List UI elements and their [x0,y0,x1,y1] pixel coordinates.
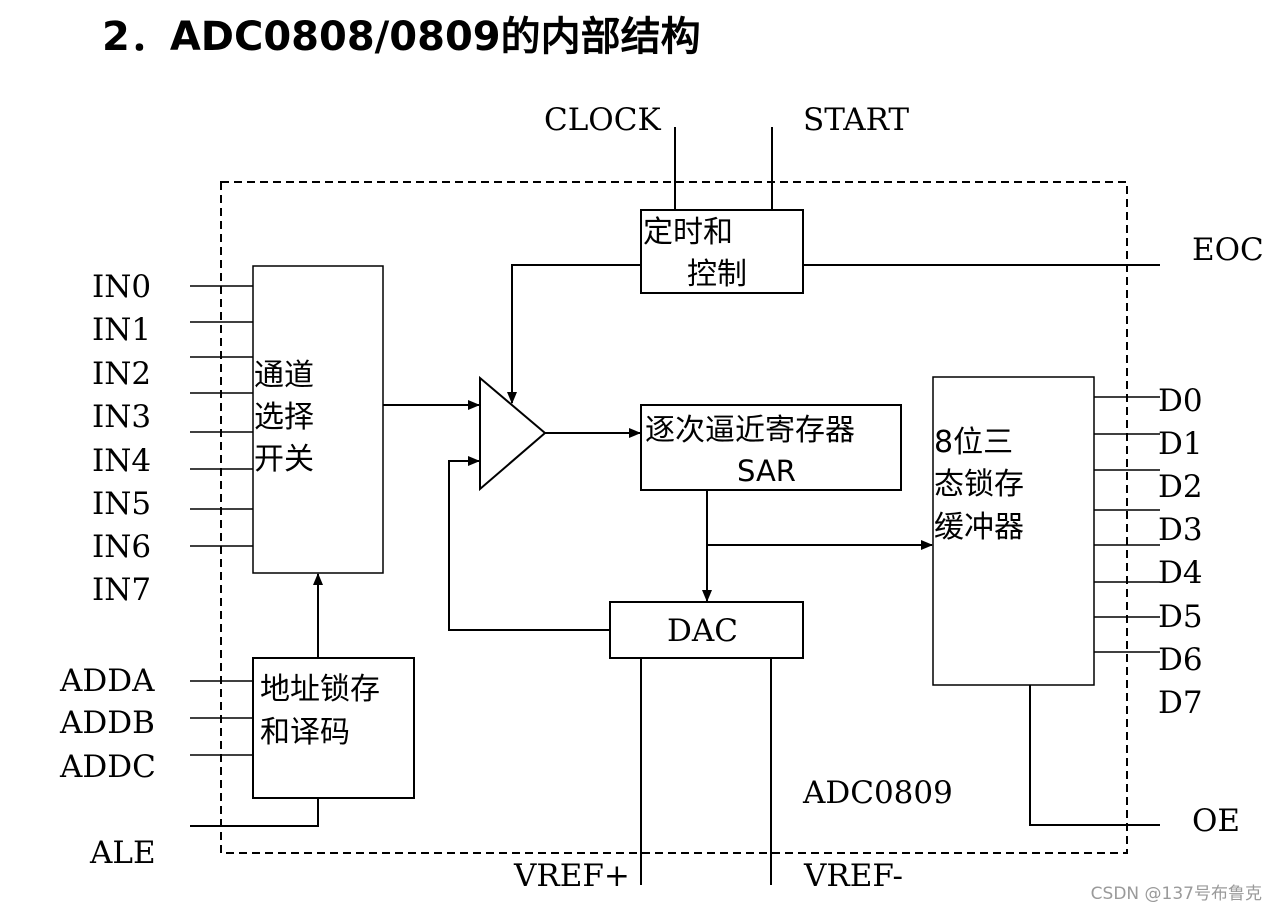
sar-label: SAR [737,454,796,488]
address-decoder-block [252,657,415,799]
mux-label-line2: 选择 [254,400,314,435]
d7-label: D7 [1158,685,1203,721]
addb-label: ADDB [59,705,155,741]
oe-label: OE [1192,803,1240,839]
in6-label: IN6 [92,529,151,565]
d6-label: D6 [1158,642,1203,678]
in0-label: IN0 [92,269,151,305]
latch-label-line3: 缓冲器 [934,510,1024,545]
d2-label: D2 [1158,469,1203,505]
in7-label: IN7 [92,572,151,608]
eoc-label: EOC [1192,232,1264,268]
sar-block [640,404,902,491]
mux-label-line3: 开关 [254,442,314,477]
d1-label: D1 [1158,426,1203,462]
in3-label: IN3 [92,399,151,435]
clock-label: CLOCK [544,102,661,138]
dac-label: DAC [667,613,738,649]
page-title: 2．ADC0808/0809的内部结构 [102,14,701,60]
watermark: CSDN @137号布鲁克 [1090,884,1262,904]
chip-name-label: ADC0809 [802,775,953,811]
in4-label: IN4 [92,443,151,479]
ale-line [190,798,319,827]
in1-label: IN1 [92,312,151,348]
address-label-line1: 地址锁存 [260,672,380,707]
latch-buffer-block [932,376,1095,686]
chip-boundary [220,181,1128,854]
d5-label: D5 [1158,599,1203,635]
vref-minus-label: VREF- [803,858,903,894]
sar-label-chinese: 逐次逼近寄存器 [645,413,855,448]
timing-label-line1: 定时和 [643,215,733,250]
d4-label: D4 [1158,555,1203,591]
d0-label: D0 [1158,383,1203,419]
adda-label: ADDA [59,663,155,699]
in2-label: IN2 [92,356,151,392]
timing-control-block [640,209,804,294]
vref-plus-label: VREF+ [513,858,630,894]
addc-label: ADDC [59,749,156,785]
start-label: START [803,102,909,138]
dac-feedback-line [448,456,610,631]
d3-label: D3 [1158,512,1203,548]
latch-label-line1: 8位三 [934,425,1013,460]
in5-label: IN5 [92,486,151,522]
oe-line [1029,685,1160,826]
address-label-line2: 和译码 [260,715,350,750]
ale-label: ALE [89,835,156,871]
latch-label-line2: 态锁存 [934,467,1024,502]
mux-label-line1: 通道 [254,358,314,393]
timing-label-line2: 控制 [687,257,747,292]
timing-to-comparator-line [507,264,641,404]
comparator-symbol [479,375,547,492]
